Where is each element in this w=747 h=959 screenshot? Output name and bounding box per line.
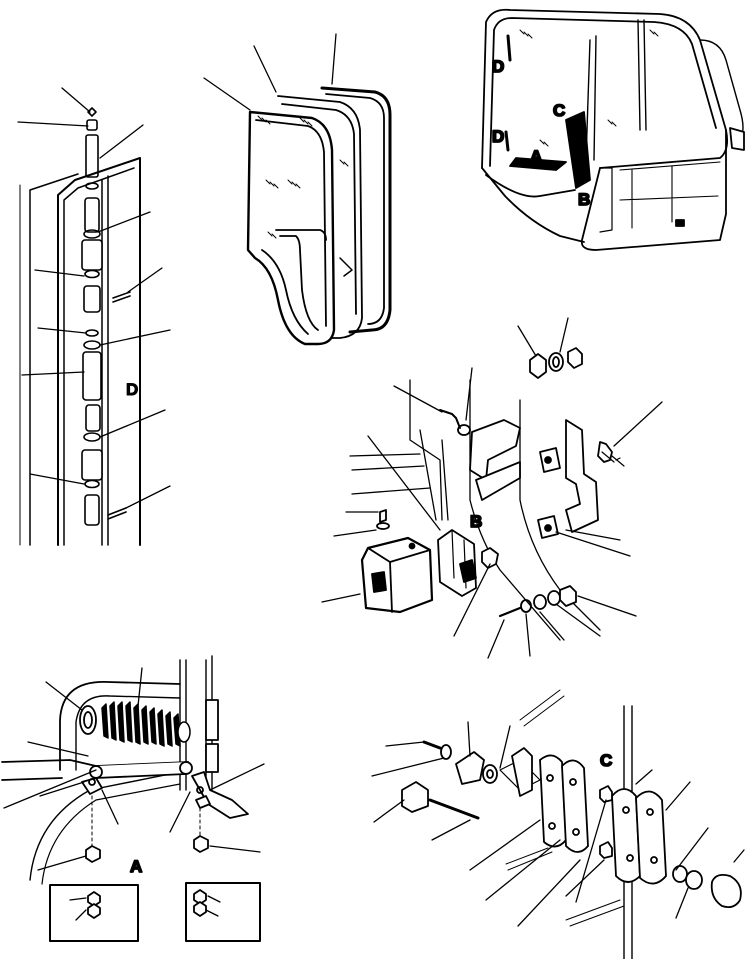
cab-label-c: C <box>553 101 565 120</box>
inset-box-left <box>49 884 139 942</box>
cab-label-a: A <box>530 147 542 166</box>
hinge-plate-view-label: C <box>600 751 612 770</box>
latch-view: B <box>321 317 663 659</box>
hinge-pin-stack <box>81 107 131 526</box>
cab-label-d-lower: D <box>492 127 504 146</box>
cab-label-d-upper: D <box>492 57 504 76</box>
latch-view-label: B <box>470 512 482 531</box>
hinge-plate-view: C <box>371 689 745 959</box>
strut-view: A <box>1 655 265 942</box>
cab-overview: D D C A B <box>481 8 745 251</box>
inset-box-right <box>185 882 261 942</box>
door-glass-view <box>203 33 392 346</box>
cab-label-b: B <box>578 190 590 209</box>
hinge-leaders <box>17 87 171 509</box>
hinge-view-label: D <box>126 380 138 399</box>
strut-view-label: A <box>130 857 142 876</box>
hinge-view: D <box>17 87 171 546</box>
